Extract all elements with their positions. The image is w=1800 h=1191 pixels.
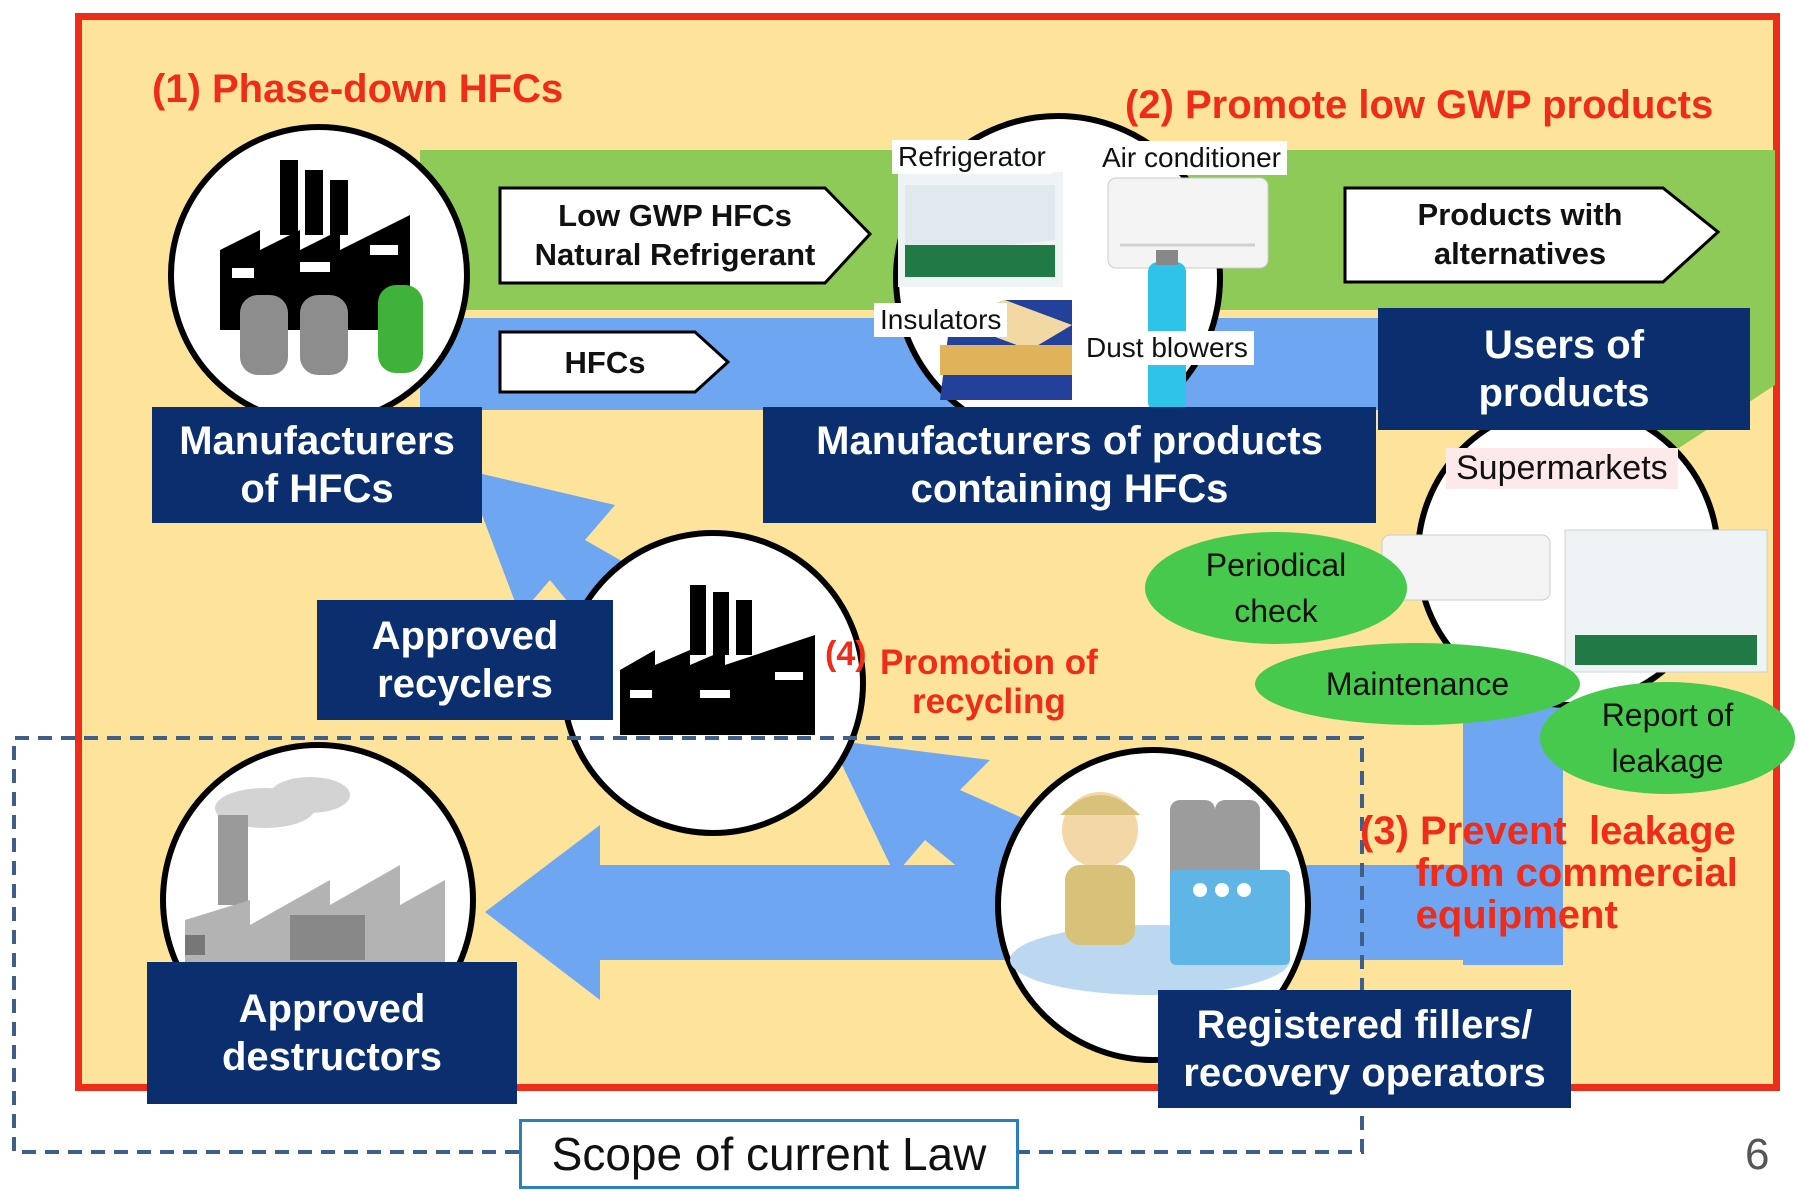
hfcs-arrow	[498, 330, 731, 394]
users-of-products-box: Users of products	[1378, 308, 1750, 430]
dust-blowers-label: Dust blowers	[1080, 331, 1254, 365]
insulators-label: Insulators	[874, 303, 1008, 337]
refrigerator-label: Refrigerator	[892, 140, 1052, 174]
report-leakage-bubble: Report of leakage	[1540, 682, 1795, 794]
scope-label: Scope of current Law	[519, 1119, 1019, 1189]
gas-cylinder-icon	[240, 285, 423, 375]
hfcs-arrow-label: HFCs	[564, 344, 646, 380]
low-gwp-arrow-label: Low GWP HFCs Natural Refrigerant	[534, 198, 816, 272]
recycler-factory-icon	[620, 585, 815, 735]
destruction-plant-icon	[185, 777, 445, 970]
low-gwp-arrow	[498, 186, 873, 285]
goal-promotion-recycling: Promotion of recycling	[880, 643, 1098, 722]
supermarkets-label: Supermarkets	[1446, 448, 1678, 489]
refrigerator-icon	[898, 172, 1063, 287]
approved-recyclers-box: Approved recyclers	[317, 600, 613, 720]
air-conditioner-icon	[1107, 177, 1269, 269]
supermarket-refrigerator-icon	[1564, 529, 1768, 673]
maintenance-bubble: Maintenance	[1255, 643, 1580, 725]
manufacturers-hfcs-box: Manufacturers of HFCs	[152, 407, 482, 523]
periodical-check-bubble: Periodical check	[1145, 532, 1407, 644]
manufacturers-products-box: Manufacturers of products containing HFC…	[763, 407, 1376, 523]
goal-number-4: (4)	[825, 635, 867, 673]
goal-phase-down: (1) Phase-down HFCs	[152, 67, 564, 111]
products-alt-arrow	[1343, 186, 1721, 284]
goal-prevent-leakage: (3) Prevent leakage from commercial equi…	[1360, 809, 1738, 937]
goal-promote-low-gwp: (2) Promote low GWP products	[1125, 83, 1714, 127]
approved-destructors-box: Approved destructors	[147, 962, 517, 1104]
page-number: 6	[1745, 1130, 1770, 1179]
products-alt-arrow-label: Products with alternatives	[1417, 197, 1623, 271]
worker-icon	[1010, 792, 1290, 995]
scope-boundary	[12, 736, 1364, 1154]
registered-fillers-box: Registered fillers/ recovery operators	[1158, 990, 1571, 1108]
air-conditioner-label: Air conditioner	[1096, 141, 1287, 175]
supermarket-ac-icon	[1381, 534, 1551, 601]
